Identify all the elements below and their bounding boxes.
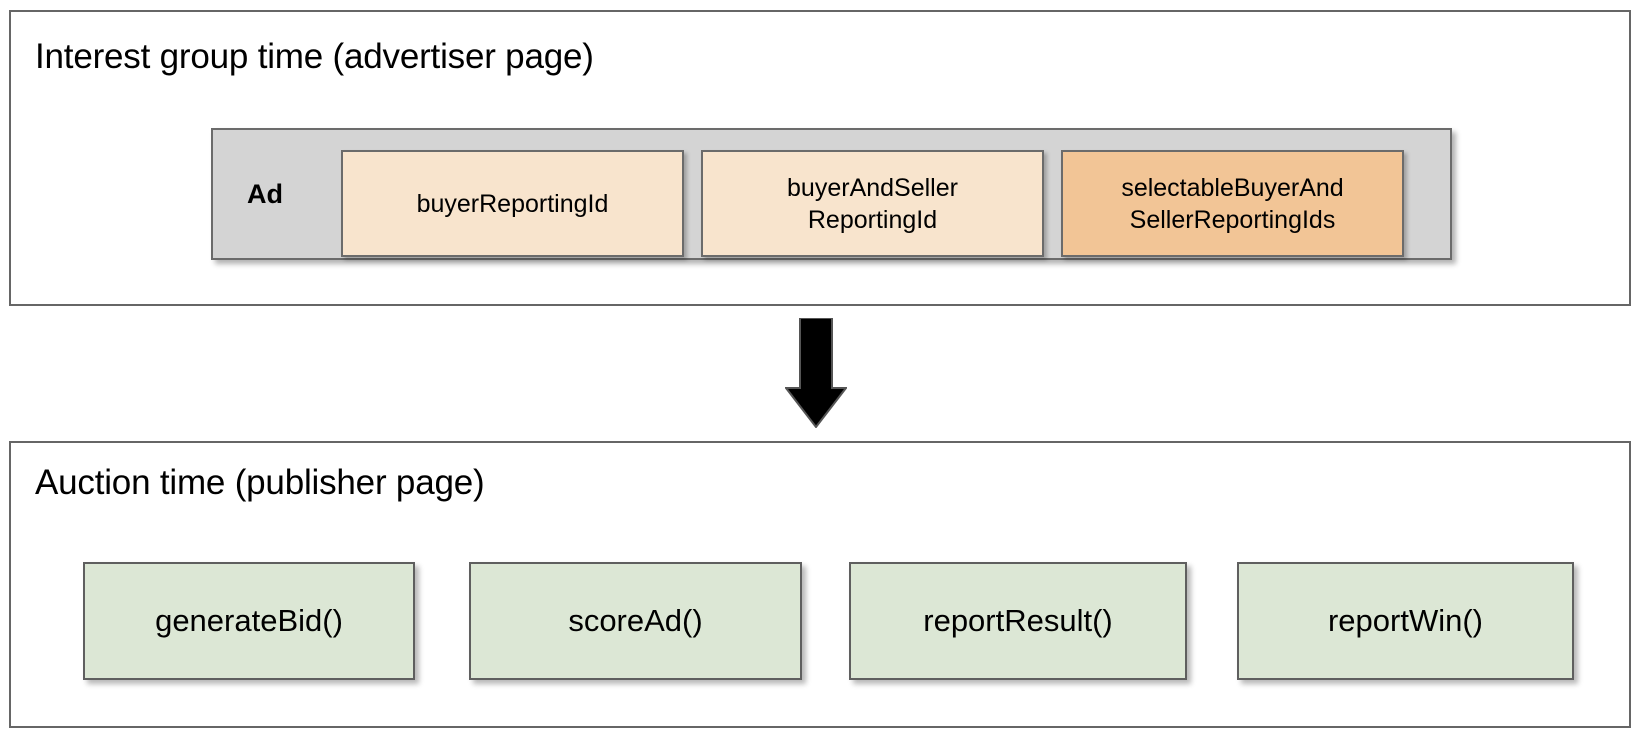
function-label: scoreAd(): [568, 603, 703, 638]
ad-group-container: Ad buyerReportingId buyerAndSeller Repor…: [211, 128, 1452, 260]
function-label: reportWin(): [1327, 603, 1483, 638]
reporting-id-box-buyer-reporting-id[interactable]: buyerReportingId: [341, 150, 684, 257]
reporting-id-box-buyer-and-seller-reporting-id[interactable]: buyerAndSeller ReportingId: [701, 150, 1044, 257]
function-box-score-ad[interactable]: scoreAd(): [469, 562, 802, 680]
function-label: generateBid(): [155, 603, 343, 638]
reporting-id-label-line-1: selectableBuyerAnd: [1121, 173, 1344, 202]
reporting-id-label: selectableBuyerAnd SellerReportingIds: [1121, 172, 1343, 236]
reporting-id-box-selectable-buyer-and-seller-reporting-ids[interactable]: selectableBuyerAnd SellerReportingIds: [1061, 150, 1404, 257]
function-box-report-win[interactable]: reportWin(): [1237, 562, 1574, 680]
function-label: reportResult(): [923, 603, 1113, 638]
ad-label: Ad: [247, 178, 283, 209]
function-box-generate-bid[interactable]: generateBid(): [83, 562, 415, 680]
panel-auction-time: Auction time (publisher page) generateBi…: [9, 441, 1631, 728]
reporting-id-label-line-2: SellerReportingIds: [1129, 205, 1336, 234]
reporting-id-label-line-2: ReportingId: [807, 205, 938, 234]
panel-interest-group-time: Interest group time (advertiser page) Ad…: [9, 10, 1631, 306]
panel-title-auction-time: Auction time (publisher page): [35, 463, 485, 502]
reporting-id-label: buyerAndSeller ReportingId: [787, 172, 958, 236]
reporting-id-label-line-1: buyerAndSeller: [787, 173, 958, 202]
arrow-down-icon: [785, 318, 847, 428]
function-box-report-result[interactable]: reportResult(): [849, 562, 1187, 680]
panel-title-interest-group-time: Interest group time (advertiser page): [35, 37, 594, 76]
reporting-id-label: buyerReportingId: [416, 189, 609, 218]
